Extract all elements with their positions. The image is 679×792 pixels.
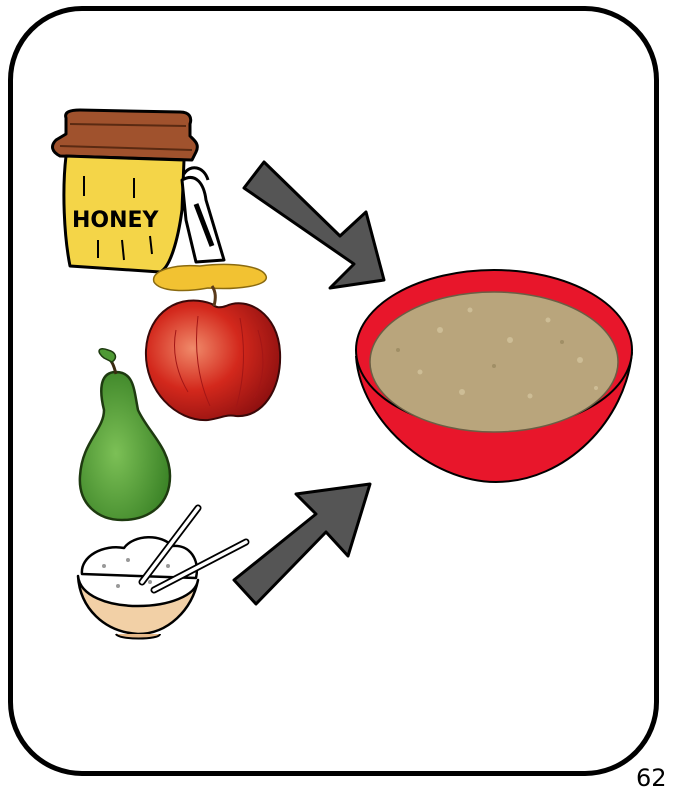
page-number: 62 <box>636 764 667 792</box>
honey-label: HONEY <box>72 208 160 233</box>
porridge-bowl-icon <box>356 270 632 482</box>
arrow-bottom <box>234 484 370 604</box>
arrow-top <box>244 162 384 288</box>
apple-icon <box>146 286 280 420</box>
rice-bowl-icon <box>78 508 246 639</box>
honey-jar-icon: HONEY <box>53 110 267 290</box>
